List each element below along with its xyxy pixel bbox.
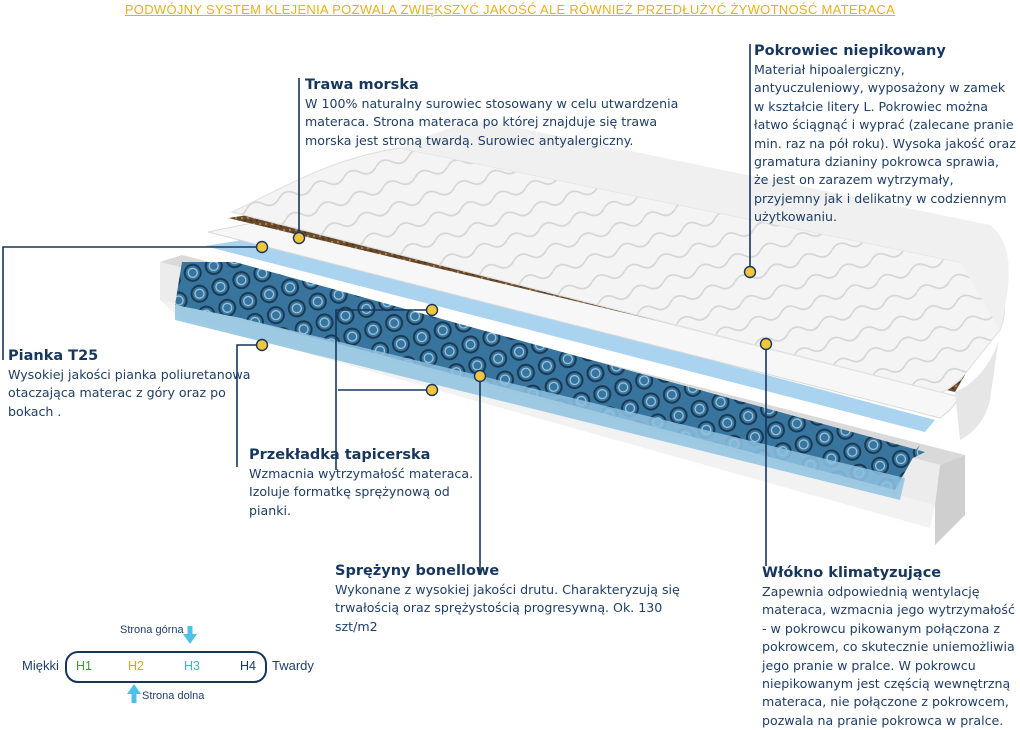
callout-text: W 100% naturalny surowiec stosowany w ce… (305, 96, 679, 148)
callout-foam: Pianka T25 Wysokiej jakości pianka poliu… (8, 348, 258, 421)
callout-text: Wysokiej jakości pianka poliuretanowa ot… (8, 367, 251, 419)
firmness-scale-box (65, 651, 267, 683)
spring-unit (175, 262, 925, 490)
callout-title: Przekładka tapicerska (249, 447, 431, 463)
callout-climate-fiber: Włókno klimatyzujące Zapewnia odpowiedni… (762, 565, 1018, 730)
callout-text: Wykonane z wysokiej jakości drutu. Chara… (335, 582, 680, 634)
legend-top-label: Strona górna (120, 624, 184, 636)
level-h3: H3 (184, 659, 200, 673)
legend-hard-label: Twardy (272, 658, 314, 673)
callout-title: Sprężyny bonellowe (335, 563, 500, 579)
marker-pianka-top (255, 240, 269, 254)
callout-title: Pianka T25 (8, 348, 99, 364)
callout-sea-grass: Trawa morska W 100% naturalny surowiec s… (305, 77, 705, 150)
arrow-up-icon (127, 684, 141, 703)
marker-przekladka-2 (425, 383, 439, 397)
layer-markers (255, 231, 773, 397)
upholstery-pad (205, 238, 935, 432)
level-h2: H2 (128, 659, 144, 673)
arrow-down-icon (183, 626, 197, 644)
marker-pianka-side (255, 338, 269, 352)
callout-springs: Sprężyny bonellowe Wykonane z wysokiej j… (335, 563, 705, 636)
callout-title: Trawa morska (305, 77, 419, 93)
callout-text: Zapewnia odpowiednią wentylację materaca… (762, 584, 1015, 728)
marker-sprezyny (473, 369, 487, 383)
mattress-cover (230, 121, 1009, 440)
marker-przekladka-1 (425, 303, 439, 317)
callout-upholstery-pad: Przekładka tapicerska Wzmacnia wytrzymał… (249, 447, 484, 520)
callout-text: Materiał hipoalergiczny, antyuczuleniowy… (754, 62, 1016, 225)
callout-text: Wzmacnia wytrzymałość materaca. Izoluje … (249, 466, 474, 518)
marker-pokrowiec (743, 265, 757, 279)
page-headline: Podwójny system klejenia pozwala zwiększ… (124, 2, 896, 17)
leader-lines (2, 44, 767, 573)
level-h1: H1 (76, 659, 92, 673)
marker-wlokno (759, 337, 773, 351)
legend-soft-label: Miękki (22, 658, 59, 673)
level-h4: H4 (240, 659, 256, 673)
legend-bottom-label: Strona dolna (142, 690, 205, 702)
callout-cover: Pokrowiec niepikowany Materiał hipoalerg… (754, 43, 1016, 227)
callout-title: Pokrowiec niepikowany (754, 43, 946, 59)
callout-title: Włókno klimatyzujące (762, 565, 942, 581)
marker-trawa (292, 231, 306, 245)
